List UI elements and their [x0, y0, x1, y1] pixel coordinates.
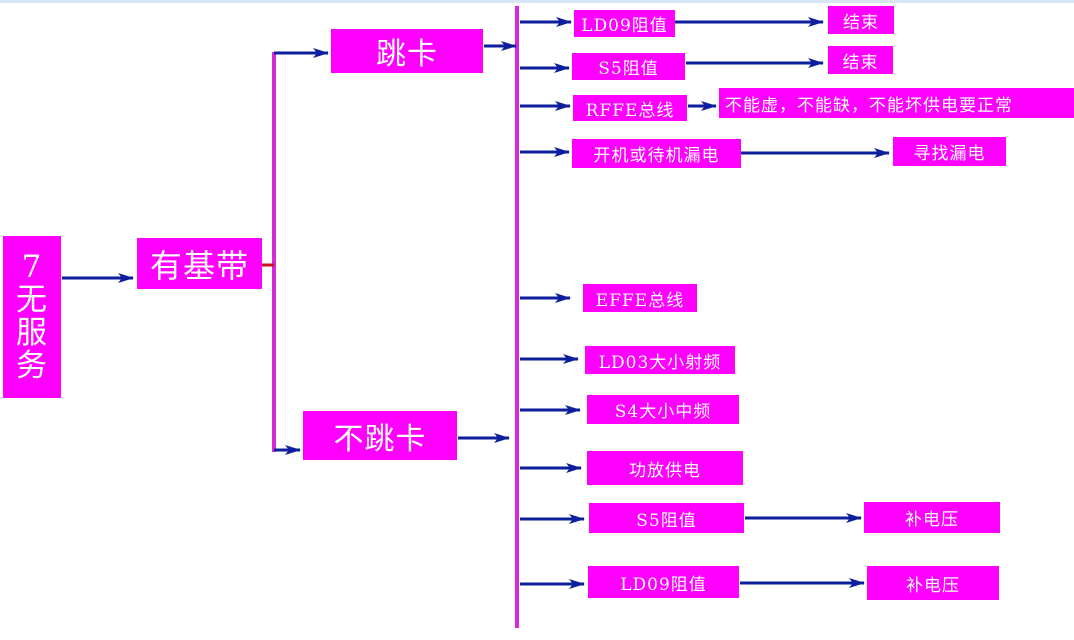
node-ldo9-resistance-b: LD09阻值 — [588, 566, 739, 598]
root-line-1: 7 — [21, 249, 43, 285]
node-pa-power: 功放供电 — [587, 451, 743, 485]
node-jump-card: 跳卡 — [331, 29, 483, 73]
root-line-2: 无 — [16, 282, 48, 318]
node-rffe-bus: RFFE总线 — [573, 95, 687, 121]
node-rffe-requirement-note: 不能虚，不能缺，不能坏供电要正常 — [719, 88, 1074, 118]
node-s5-resistance-b: S5阻值 — [589, 503, 744, 533]
top-edge-strip — [0, 0, 1074, 3]
node-ldo3-rf: LD03大小射频 — [585, 346, 735, 374]
node-end-2: 结束 — [828, 46, 893, 74]
node-s4-if: S4大小中频 — [587, 395, 739, 424]
node-effe-bus: EFFE总线 — [583, 284, 697, 312]
node-no-jump-card: 不跳卡 — [303, 411, 457, 460]
node-has-baseband: 有基带 — [137, 238, 262, 289]
node-s5-resistance-a: S5阻值 — [572, 53, 685, 80]
node-ldo9-resistance-a: LD09阻值 — [574, 10, 675, 37]
root-line-4: 务 — [16, 348, 48, 384]
node-boost-voltage-2: 补电压 — [867, 566, 999, 600]
node-end-1: 结束 — [828, 6, 894, 34]
node-power-on-standby-leak: 开机或待机漏电 — [572, 139, 741, 168]
root-line-3: 服 — [16, 315, 48, 351]
node-find-leak: 寻找漏电 — [893, 137, 1006, 166]
node-boost-voltage-1: 补电压 — [864, 502, 1000, 533]
root-node-no-service: 7 无 服 务 — [3, 236, 61, 398]
